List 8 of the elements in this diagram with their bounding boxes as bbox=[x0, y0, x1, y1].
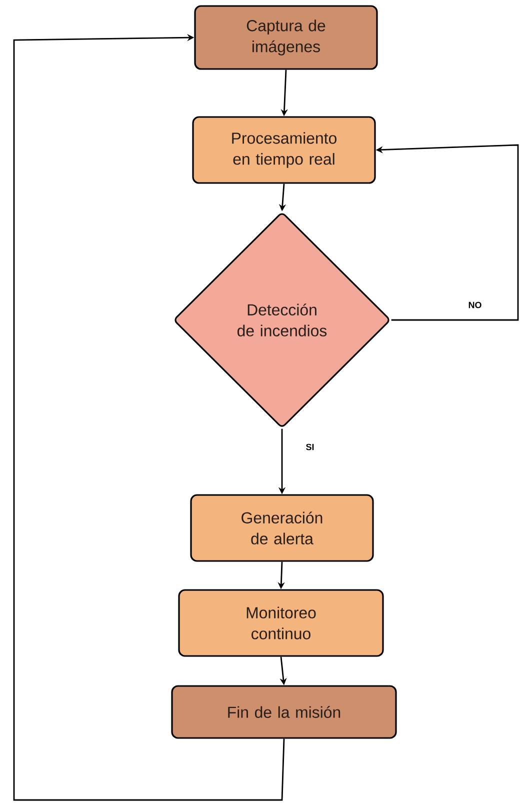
process-box: Generación de alerta bbox=[190, 494, 374, 562]
process-box: Fin de la misión bbox=[171, 685, 397, 739]
arrow bbox=[13, 34, 285, 801]
edge-label: NO bbox=[466, 300, 484, 310]
process-box: Captura de imágenes bbox=[194, 5, 378, 70]
process-box: Monitoreo continuo bbox=[178, 589, 384, 657]
process-box: Procesamiento en tiempo real bbox=[192, 116, 376, 184]
edge-label: SI bbox=[304, 442, 316, 452]
